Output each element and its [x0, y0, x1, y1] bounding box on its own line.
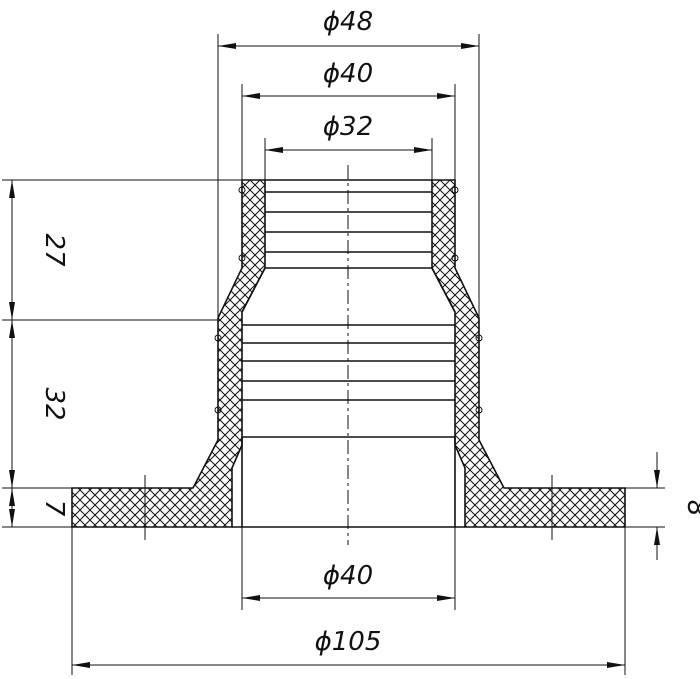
dim-label-top-inner: ϕ32 — [323, 112, 373, 142]
dimension-lines — [11, 45, 658, 666]
dim-label-bottom-inner: ϕ40 — [323, 561, 373, 591]
dimension-arrows — [9, 43, 660, 668]
bore-outline — [241, 267, 456, 527]
dim-label-flange-thickness: 8 — [681, 500, 700, 517]
dim-label-height-middle: 32 — [39, 387, 69, 420]
extension-lines — [2, 34, 665, 675]
dim-label-height-flange: 7 — [39, 500, 69, 517]
right-wall-section — [431, 179, 626, 528]
dim-label-top-outer: ϕ48 — [323, 7, 373, 37]
dim-label-height-upper: 27 — [39, 233, 69, 267]
wall-markers — [214, 186, 483, 414]
dim-label-top-middle: ϕ40 — [323, 59, 373, 89]
left-wall-section — [71, 179, 266, 528]
dim-label-bottom-flange: ϕ105 — [315, 627, 382, 657]
